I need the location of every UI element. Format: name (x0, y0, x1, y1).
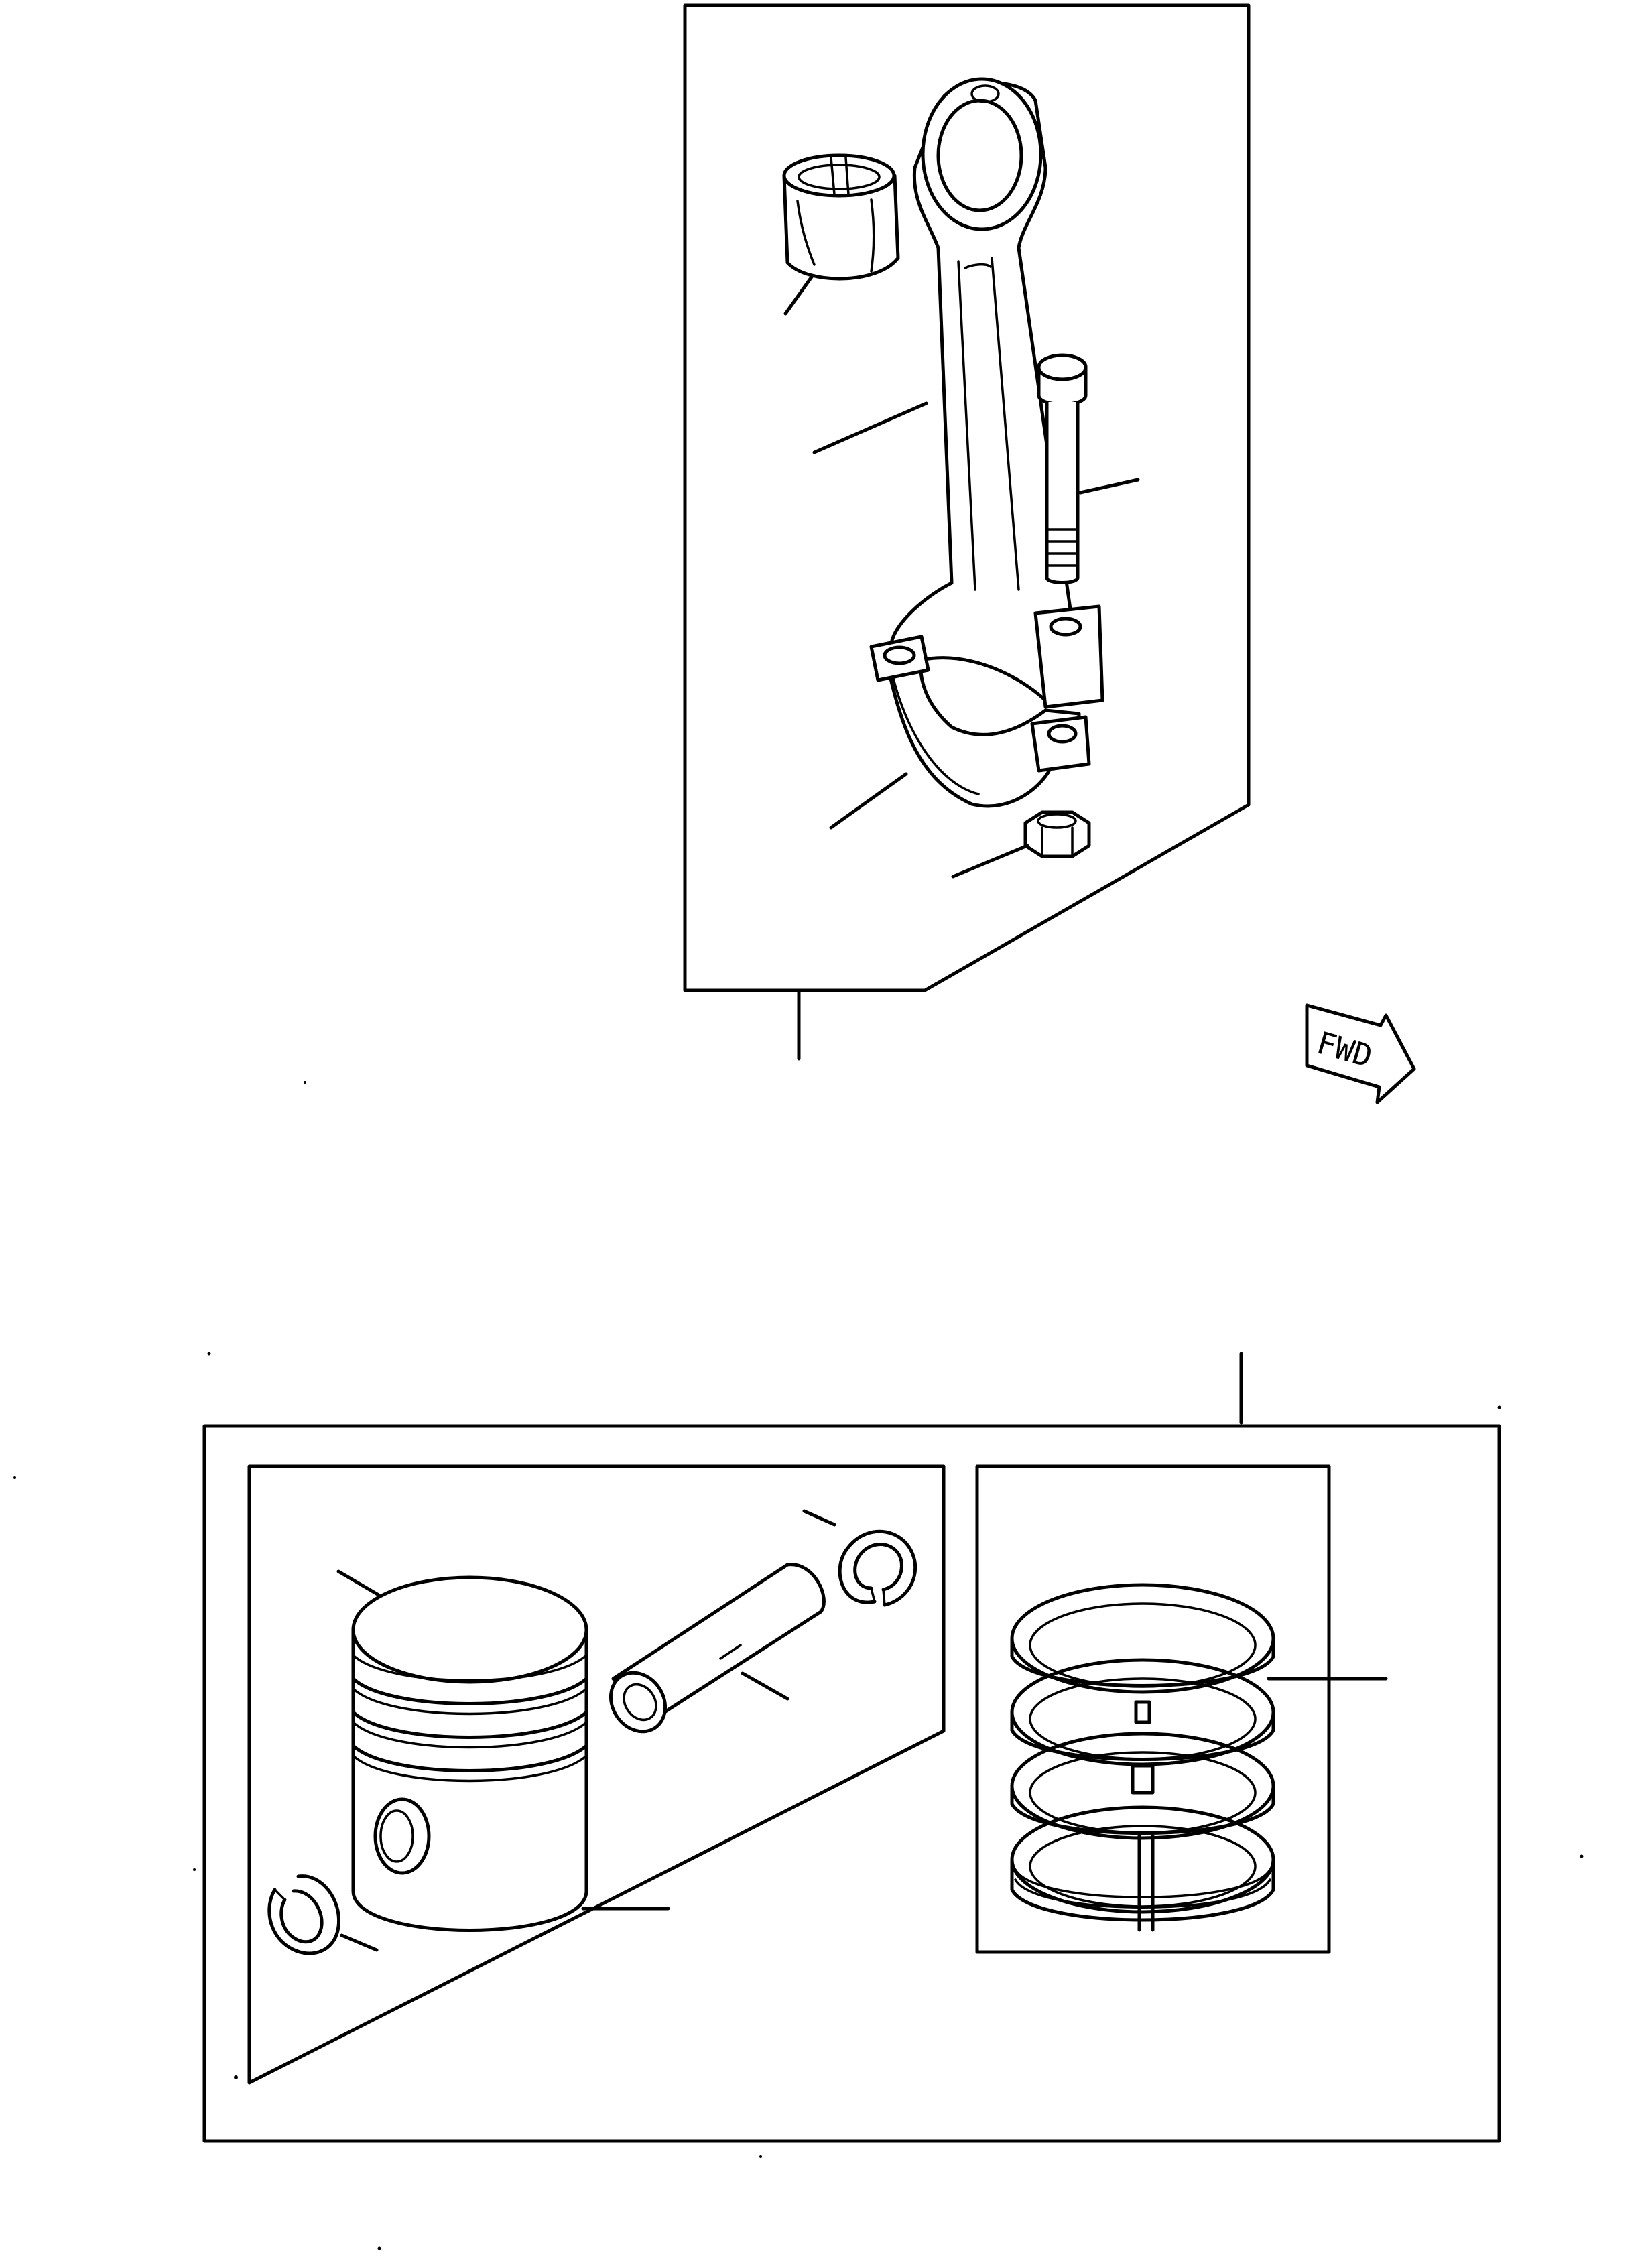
circlip-top (838, 1529, 917, 1607)
circlip-bottom (267, 1874, 341, 1955)
fwd-arrow-icon (1305, 1003, 1416, 1104)
outer-box-frame (202, 1424, 1501, 2143)
bearing-cap (869, 604, 1104, 808)
piston-ring-4-oil (1010, 1805, 1275, 1932)
piston-pin (609, 1563, 826, 1734)
nut (1023, 810, 1091, 858)
piston-pin-leader (741, 1671, 789, 1701)
piston-ring-1 (1010, 1583, 1275, 1694)
piston-ring-set (1010, 1583, 1275, 1932)
piston-leader (336, 1569, 381, 1597)
piston-box-frame (247, 1464, 946, 2085)
bearing-cap-leader (829, 772, 908, 830)
ring-box-frame (975, 1464, 1331, 1954)
bushing-leader (783, 274, 814, 316)
fwd-direction-arrow: FWD (1305, 1003, 1416, 1104)
piston-assembly-group (202, 1352, 1501, 2143)
connecting-rod-group (683, 3, 1251, 1061)
piston (351, 1575, 588, 1932)
circlip-top-leader (802, 1509, 836, 1527)
small-end-bushing (782, 153, 900, 281)
scan-specks (13, 1081, 1584, 2250)
rod-bolt (1037, 353, 1088, 584)
circlip-bottom-leader (340, 1933, 379, 1952)
rod-bolt-leader (1078, 478, 1140, 495)
piston-ring-3 (1010, 1732, 1275, 1840)
nut-leader (951, 844, 1029, 879)
connecting-rod-leader (812, 401, 928, 454)
connecting-rod-box-frame (683, 3, 1251, 992)
